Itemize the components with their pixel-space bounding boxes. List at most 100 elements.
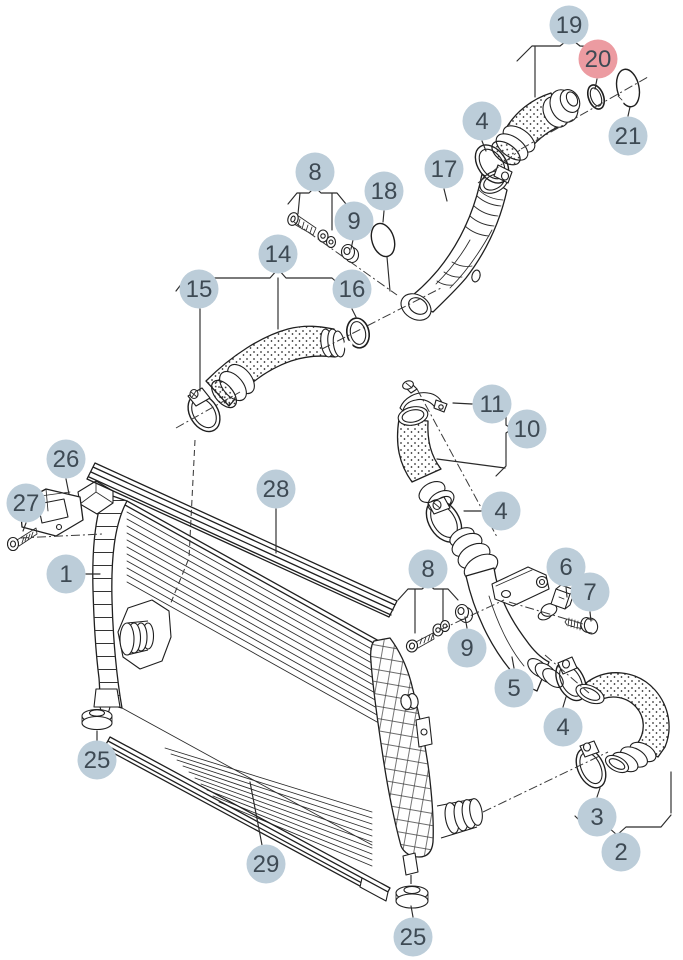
callout-2[interactable]: 2	[601, 832, 641, 872]
callout-20[interactable]: 20	[578, 39, 618, 79]
callout-number: 25	[400, 924, 427, 951]
radiator-outlet-port	[436, 798, 483, 839]
callout-25[interactable]: 25	[77, 740, 117, 780]
callout-16[interactable]: 16	[332, 269, 372, 309]
callout-number: 14	[265, 241, 292, 268]
radiator-charge-air-cooler	[77, 462, 483, 909]
callout-7[interactable]: 7	[570, 572, 610, 612]
callout-25[interactable]: 25	[393, 917, 433, 957]
callout-9[interactable]: 9	[447, 628, 487, 668]
callout-29[interactable]: 29	[246, 844, 286, 884]
callout-circle[interactable]	[408, 549, 448, 589]
callout-number: 17	[431, 156, 458, 183]
callout-circle[interactable]	[608, 116, 648, 156]
callout-number: 4	[475, 108, 488, 135]
callout-number: 27	[13, 490, 40, 517]
callout-19[interactable]: 19	[549, 5, 589, 45]
callout-number: 10	[514, 416, 541, 443]
callout-circle[interactable]	[494, 668, 534, 708]
callout-number: 1	[59, 561, 72, 588]
callout-number: 25	[84, 747, 111, 774]
callout-number: 11	[480, 391, 505, 418]
callout-9[interactable]: 9	[334, 201, 374, 241]
callout-number: 9	[347, 208, 360, 235]
grommet-9-top	[340, 243, 360, 264]
callout-number: 9	[460, 635, 473, 662]
callout-8[interactable]: 8	[408, 549, 448, 589]
charge-air-hose-19	[491, 89, 581, 166]
callout-circle-highlighted[interactable]	[578, 39, 618, 79]
callout-circle[interactable]	[393, 917, 433, 957]
callout-10[interactable]: 10	[507, 409, 547, 449]
callout-18[interactable]: 18	[364, 171, 404, 211]
callout-4[interactable]: 4	[481, 491, 521, 531]
callout-8[interactable]: 8	[295, 152, 335, 192]
radiator-inlet-port	[117, 599, 172, 670]
callout-circle[interactable]	[549, 5, 589, 45]
callout-circle[interactable]	[570, 572, 610, 612]
callout-circle[interactable]	[543, 707, 583, 747]
callout-number: 15	[186, 276, 213, 303]
callout-number: 19	[556, 12, 583, 39]
callout-4[interactable]: 4	[543, 707, 583, 747]
callout-26[interactable]: 26	[46, 439, 86, 479]
callout-circle[interactable]	[246, 844, 286, 884]
callout-27[interactable]: 27	[6, 483, 46, 523]
callout-circle[interactable]	[364, 171, 404, 211]
callout-28[interactable]: 28	[256, 469, 296, 509]
hose-clamp-4-middle	[425, 496, 463, 543]
callout-11[interactable]: 11	[472, 384, 512, 424]
radiator-left-tank	[77, 480, 128, 709]
o-ring-20	[586, 84, 606, 110]
callout-21[interactable]: 21	[608, 116, 648, 156]
callout-number: 7	[583, 579, 596, 606]
radiator-right-tank	[369, 637, 483, 884]
callout-circle[interactable]	[472, 384, 512, 424]
callout-circle[interactable]	[577, 797, 617, 837]
callout-circle[interactable]	[6, 483, 46, 523]
callout-6[interactable]: 6	[546, 547, 586, 587]
callout-circle[interactable]	[179, 269, 219, 309]
callout-circle[interactable]	[295, 152, 335, 192]
pipe-mounting-arm	[491, 566, 550, 607]
callout-14[interactable]: 14	[258, 234, 298, 274]
callout-number: 3	[590, 804, 603, 831]
callout-circle[interactable]	[462, 101, 502, 141]
hose-clamp-3	[575, 740, 607, 789]
upper-trim-bar	[86, 462, 398, 618]
callout-number: 4	[556, 714, 569, 741]
callout-circle[interactable]	[77, 740, 117, 780]
callout-circle[interactable]	[332, 269, 372, 309]
leader-lines	[22, 37, 672, 918]
callout-circle[interactable]	[334, 201, 374, 241]
callout-4[interactable]: 4	[462, 101, 502, 141]
callout-17[interactable]: 17	[424, 149, 464, 189]
callout-circle[interactable]	[46, 554, 86, 594]
callout-circle[interactable]	[481, 491, 521, 531]
callout-number: 20	[585, 46, 612, 73]
callout-circle[interactable]	[601, 832, 641, 872]
callout-1[interactable]: 1	[46, 554, 86, 594]
callout-number: 21	[615, 123, 642, 150]
bracket-screw	[6, 527, 38, 552]
callout-number: 29	[253, 851, 280, 878]
charge-air-pipe-5	[449, 527, 564, 692]
support-bracket-11	[399, 380, 448, 413]
callout-3[interactable]: 3	[577, 797, 617, 837]
callout-circle[interactable]	[507, 409, 547, 449]
callout-number: 28	[263, 476, 290, 503]
screw-set-middle	[405, 603, 474, 653]
callout-number: 6	[559, 554, 572, 581]
callout-5[interactable]: 5	[494, 668, 534, 708]
callout-circle[interactable]	[46, 439, 86, 479]
callout-number: 26	[53, 446, 80, 473]
callout-15[interactable]: 15	[179, 269, 219, 309]
callout-circle[interactable]	[447, 628, 487, 668]
callout-circle[interactable]	[424, 149, 464, 189]
callout-circle[interactable]	[256, 469, 296, 509]
callout-circle[interactable]	[258, 234, 298, 274]
callout-circle[interactable]	[546, 547, 586, 587]
